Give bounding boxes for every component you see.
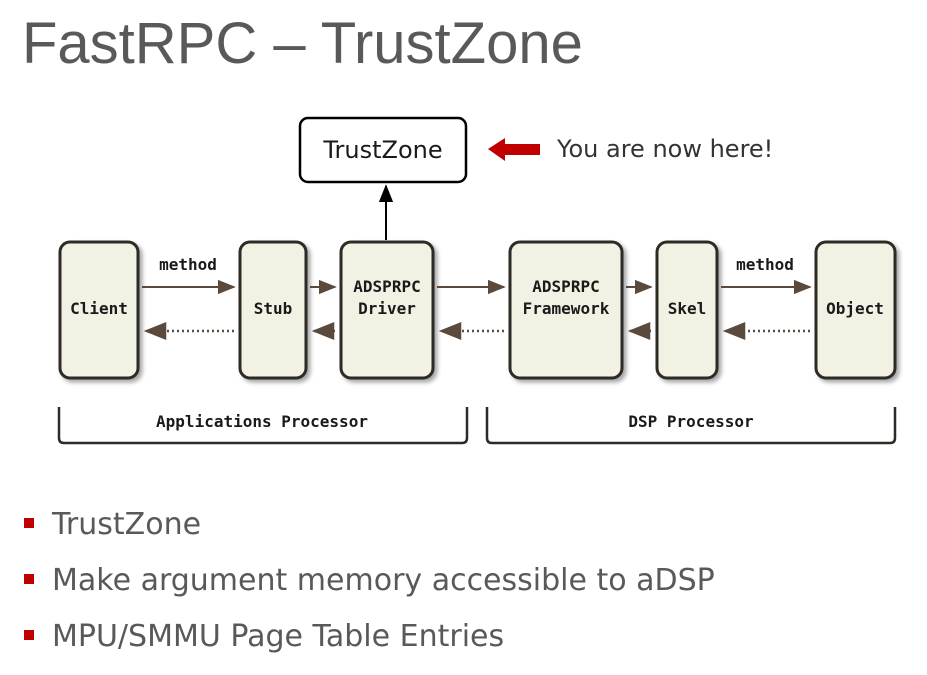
- stub-label: Stub: [254, 299, 293, 318]
- framework-label-line2: Framework: [523, 299, 610, 318]
- bullet-text: MPU/SMMU Page Table Entries: [52, 619, 505, 654]
- callout-text: You are now here!: [556, 135, 773, 163]
- bullet-text: Make argument memory accessible to aDSP: [52, 563, 715, 598]
- bullet-item: MPU/SMMU Page Table Entries: [24, 617, 715, 673]
- framework-label-line1: ADSPRPC: [532, 277, 599, 296]
- skel-label: Skel: [668, 299, 707, 318]
- dsp-processor-group: DSP Processor: [485, 407, 897, 445]
- trustzone-label: TrustZone: [322, 136, 442, 164]
- bullet-square-icon: [24, 574, 34, 584]
- stub-node: Stub: [238, 240, 308, 380]
- callout-arrow-icon: [488, 138, 540, 161]
- slide-title: FastRPC – TrustZone: [22, 11, 583, 76]
- bullet-list: TrustZone Make argument memory accessibl…: [24, 505, 715, 673]
- dsp-processor-label: DSP Processor: [628, 412, 753, 431]
- driver-label-line2: Driver: [358, 299, 416, 318]
- bullet-square-icon: [24, 630, 34, 640]
- bullet-item: Make argument memory accessible to aDSP: [24, 561, 715, 617]
- bullet-item: TrustZone: [24, 505, 715, 561]
- client-node: Client: [58, 240, 140, 380]
- driver-label-line1: ADSPRPC: [353, 277, 420, 296]
- skel-object-method-label: method: [736, 255, 794, 274]
- bullet-square-icon: [24, 518, 34, 528]
- bullet-text: TrustZone: [52, 507, 202, 542]
- client-label: Client: [70, 299, 128, 318]
- driver-node: ADSPRPC Driver: [339, 240, 435, 380]
- framework-node: ADSPRPC Framework: [508, 240, 624, 380]
- applications-processor-label: Applications Processor: [156, 412, 368, 431]
- client-stub-method-label: method: [159, 255, 217, 274]
- object-label: Object: [826, 299, 884, 318]
- trustzone-node: TrustZone: [298, 116, 468, 184]
- object-node: Object: [814, 240, 897, 380]
- fastrpc-diagram: TrustZone You are now here! Client Stub …: [57, 116, 897, 445]
- skel-node: Skel: [655, 240, 719, 380]
- applications-processor-group: Applications Processor: [57, 407, 469, 445]
